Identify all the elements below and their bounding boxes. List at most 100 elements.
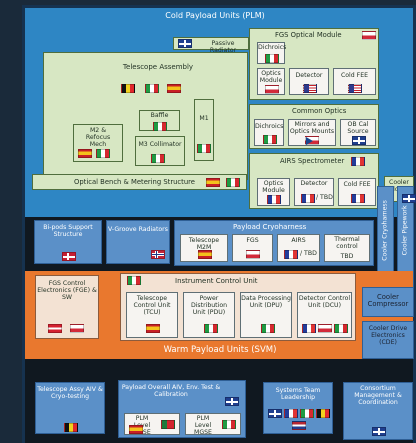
italy-flag-icon [263, 135, 277, 144]
vgroove-box: V-Groove Radiators [106, 220, 170, 264]
optical-bench-label: Optical Bench & Metering Structure [74, 178, 195, 186]
cooler-drive-label: Cooler Drive Electronics (CDE) [368, 325, 408, 346]
uk-flag-icon [178, 39, 192, 48]
telescope-assembly-title: Telescope Assembly [122, 63, 194, 71]
italy-flag-icon [151, 154, 165, 163]
poland-flag-icon [70, 324, 84, 333]
fgs-optics-module-box: Optics Module [257, 68, 285, 95]
m3-collimator-box: M3 Collimator [135, 136, 185, 166]
dcu-box: Detector Control Unit (DCU) [297, 292, 352, 338]
airs-cold-fee-label: Cold FEE [343, 181, 371, 188]
bipods-box: Bi-pods Support Structure [34, 220, 102, 264]
optical-bench-box: Optical Bench & Metering Structure [32, 174, 247, 190]
dpu-box: Data Processing Unit (DPU) [240, 292, 292, 338]
airs-detector-label: Detector [300, 180, 328, 187]
m1-label: M1 [199, 115, 209, 122]
italy-flag-icon [226, 178, 240, 187]
airs-detector-note: / TBD [316, 194, 333, 201]
systems-team-label: Systems Team Leadership [275, 387, 321, 401]
fgs-control-box: FGS Control Electronics (FGE) & SW [35, 275, 99, 339]
italy-flag-icon [334, 324, 348, 333]
france-flag-icon [302, 324, 316, 333]
fgs-dichroics-label: Dichroics [258, 44, 287, 51]
france-flag-icon [351, 157, 365, 166]
italy-flag-icon [145, 84, 159, 93]
telescope-aiv-box: Telescope Assy AIV & Cryo-testing [35, 382, 105, 434]
payload-cryoharness-box: Payload Cryoharness Telescope M2M FGS AI… [174, 220, 374, 266]
airs-spectrometer-title: AIRS Spectrometer [280, 157, 345, 165]
fgs-optical-module-box: FGS Optical Module Dichroics Optics Modu… [249, 28, 379, 100]
fgs-dichroics-box: Dichroics [257, 42, 287, 64]
norway-flag-icon [151, 250, 165, 259]
france-flag-icon [284, 250, 298, 259]
fgs-optical-module-title: FGS Optical Module [275, 31, 342, 39]
fgs-detector-label: Detector [295, 72, 323, 79]
italy-flag-icon [222, 420, 236, 429]
baffle-box: Baffle [139, 110, 180, 131]
spain-flag-icon [167, 84, 181, 93]
france-flag-icon [351, 194, 365, 203]
bipods-label: Bi-pods Support Structure [43, 224, 93, 238]
france-flag-icon [301, 194, 315, 203]
payload-overall-label: Payload Overall AIV, Env. Test & Calibra… [121, 384, 221, 398]
uk-flag-icon [372, 427, 386, 436]
denmark-flag-icon [62, 252, 76, 261]
uk-flag-icon [225, 397, 239, 406]
airs-cold-fee-box: Cold FEE [338, 178, 376, 206]
svm-title: Warm Payload Units (SVM) [163, 345, 277, 355]
spain-flag-icon [146, 324, 160, 333]
uk-flag-icon [402, 194, 416, 203]
telescope-m2m-label: Telescope M2M [188, 237, 220, 251]
fgs-control-label: FGS Control Electronics (FGE) & SW [37, 280, 97, 301]
airs-optics-module-label: Optics Module [262, 180, 285, 194]
uk-flag-icon [352, 136, 366, 145]
poland-flag-icon [318, 324, 332, 333]
italy-flag-icon [127, 276, 141, 285]
fgs-cold-fee-label: Cold FEE [340, 72, 369, 79]
spain-flag-icon [129, 425, 143, 434]
italy-flag-icon [153, 122, 167, 131]
airs-harness-box: AIRS / TBD [277, 234, 320, 262]
plm-title: Cold Payload Units (PLM) [165, 11, 265, 20]
pdu-box: Power Distribution Unit (PDU) [183, 292, 235, 338]
poland-flag-icon [265, 85, 279, 94]
italy-flag-icon [261, 324, 275, 333]
uk-flag-icon [268, 409, 282, 418]
cooler-compressor-box: Cooler Compressor [362, 287, 414, 317]
italy-flag-icon [197, 144, 211, 153]
common-optics-title: Common Optics [292, 107, 347, 115]
poland-flag-icon [362, 31, 376, 40]
payload-overall-box: Payload Overall AIV, Env. Test & Calibra… [118, 380, 246, 438]
payload-cryoharness-title: Payload Cryoharness [233, 223, 307, 231]
fgs-detector-box: Detector [289, 68, 329, 95]
mirrors-mounts-box: Mirrors and Optics Mounts [288, 119, 336, 146]
spain-flag-icon [206, 178, 220, 187]
italy-flag-icon [300, 409, 314, 418]
icu-box: Instrument Control Unit Telescope Contro… [120, 273, 356, 341]
france-flag-icon [284, 409, 298, 418]
dcu-label: Detector Control Unit (DCU) [298, 295, 351, 309]
dpu-label: Data Processing Unit (DPU) [241, 295, 291, 309]
m1-box: M1 [194, 99, 214, 161]
poland-flag-icon [246, 250, 260, 259]
czech-flag-icon [305, 136, 319, 145]
common-dichroics-label: Dichroics [255, 123, 284, 130]
fgs-harness-box: FGS [232, 234, 273, 262]
systems-team-box: Systems Team Leadership [263, 382, 333, 434]
plm-mgse-box: PLM Level MGSE [185, 413, 241, 436]
telescope-aiv-label: Telescope Assy AIV & Cryo-testing [37, 386, 103, 400]
consortium-box: Consortium Management & Coordination [343, 382, 413, 440]
belgium-flag-icon [121, 84, 135, 93]
thermal-control-box: Thermal control TBD [324, 234, 370, 262]
vgroove-label: V-Groove Radiators [108, 226, 168, 233]
telescope-m2m-box: Telescope M2M [180, 234, 228, 262]
cooler-cryoharness-label: Cooler Cryoharness [381, 200, 389, 261]
airs-spectrometer-box: AIRS Spectrometer Optics Module Detector… [249, 153, 379, 209]
cooler-drive-box: Cooler Drive Electronics (CDE) [362, 321, 414, 359]
passive-radiator-box: Passive Radiator [173, 37, 249, 54]
mirrors-mounts-label: Mirrors and Optics Mounts [289, 121, 335, 135]
netherlands-flag-icon [292, 421, 306, 430]
portugal-flag-icon [161, 420, 175, 429]
usa-flag-icon [303, 84, 317, 93]
spain-flag-icon [198, 250, 212, 259]
